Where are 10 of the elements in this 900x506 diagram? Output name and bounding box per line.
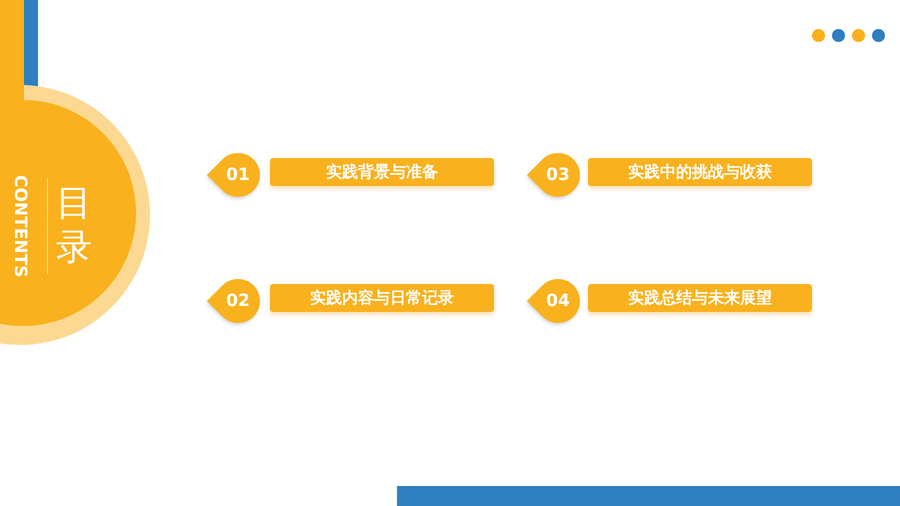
section-number: 01 xyxy=(226,165,250,185)
section-number: 03 xyxy=(546,165,570,185)
section-number: 04 xyxy=(546,291,570,311)
section-title-bar: 实践内容与日常记录 xyxy=(270,284,494,312)
contents-subheading: CONTENTS xyxy=(9,174,31,280)
section-number: 02 xyxy=(226,291,250,311)
section-title-bar: 实践中的挑战与收获 xyxy=(588,158,812,186)
section-title-bar: 实践背景与准备 xyxy=(270,158,494,186)
contents-heading: 目录 xyxy=(56,182,93,270)
section-title-bar: 实践总结与未来展望 xyxy=(588,284,812,312)
